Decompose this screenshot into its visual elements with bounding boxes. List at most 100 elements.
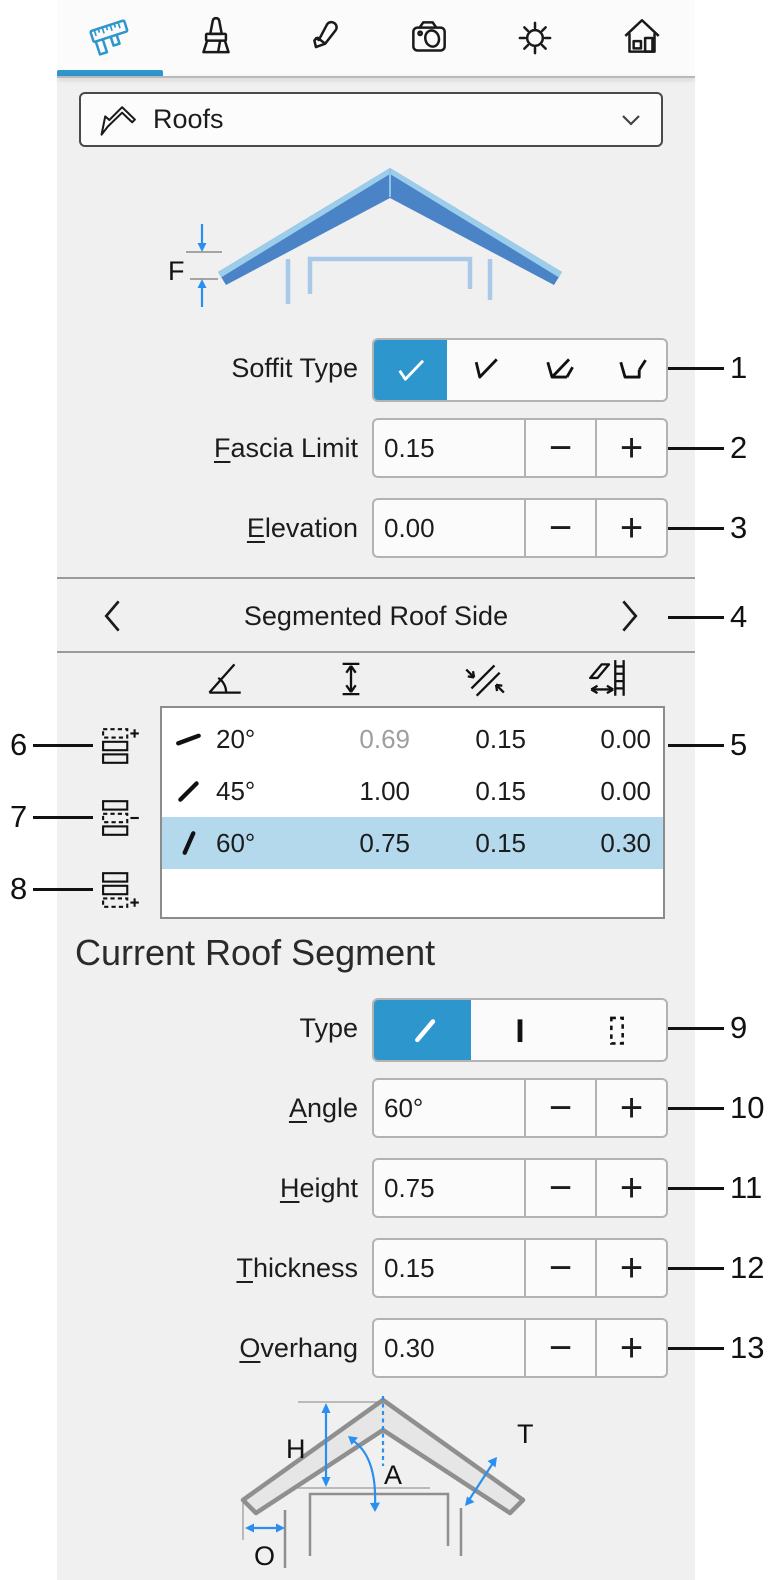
angle-stepper: 60° − +	[372, 1078, 668, 1138]
remove-segment-button[interactable]	[99, 798, 145, 838]
height-decrease-button[interactable]: −	[526, 1158, 597, 1218]
inspector-tabbar	[57, 0, 695, 76]
segment-height: 1.00	[359, 775, 410, 806]
segments-table: 20° 0.69 0.15 0.00 45° 1.00 0.15 0.00 60…	[160, 706, 665, 919]
elevation-stepper: 0.00 − +	[372, 498, 668, 558]
slope-segment-option[interactable]	[374, 1000, 472, 1060]
caliper-icon	[86, 14, 134, 62]
segment-thickness: 0.15	[475, 827, 526, 858]
tab-light[interactable]	[482, 0, 588, 76]
soffit-step-icon	[618, 359, 647, 379]
diagram-angle-label: A	[384, 1460, 402, 1490]
overhang-icon	[586, 656, 632, 702]
insert-segment-after-icon	[102, 872, 139, 908]
roof-properties-panel: Roofs	[57, 0, 695, 1580]
callout-5: 5	[668, 727, 753, 762]
gap-segment-icon	[610, 1016, 625, 1045]
segment-row-3-selected[interactable]: 60° 0.75 0.15 0.30	[162, 817, 663, 869]
thickness-decrease-button[interactable]: −	[526, 1238, 597, 1298]
segment-thickness: 0.15	[475, 775, 526, 806]
insert-segment-after-button[interactable]	[99, 870, 145, 910]
elevation-label: Elevation	[246, 513, 358, 543]
overhang-stepper: 0.30 − +	[372, 1318, 668, 1378]
roof-icon	[97, 100, 139, 140]
height-value[interactable]: 0.75	[372, 1158, 526, 1218]
height-increase-button[interactable]: +	[597, 1158, 668, 1218]
slope-20-icon	[162, 725, 216, 753]
thickness-increase-button[interactable]: +	[597, 1238, 668, 1298]
height-label: Height	[279, 1173, 358, 1203]
tab-materials[interactable]	[163, 0, 269, 76]
elevation-value[interactable]: 0.00	[372, 498, 526, 558]
thickness-stepper: 0.15 − +	[372, 1238, 668, 1298]
overhang-decrease-button[interactable]: −	[526, 1318, 597, 1378]
soffit-horizontal-band-option[interactable]	[520, 340, 593, 400]
segment-overhang: 0.00	[600, 723, 651, 754]
soffit-horizontal-band-icon	[545, 358, 574, 379]
vertical-segment-icon	[517, 1019, 523, 1043]
elevation-decrease-button[interactable]: −	[526, 498, 597, 558]
segment-angle: 20°	[216, 723, 256, 754]
vertical-segment-option[interactable]	[471, 1000, 568, 1060]
chevron-left-icon	[104, 600, 120, 632]
remove-segment-icon	[102, 800, 139, 836]
callout-8: 8	[4, 871, 94, 906]
angle-decrease-button[interactable]: −	[526, 1078, 597, 1138]
tab-dimensions[interactable]	[57, 0, 163, 76]
camera-icon	[405, 14, 453, 62]
current-roof-segment-heading: Current Roof Segment	[75, 932, 436, 973]
fascia-limit-decrease-button[interactable]: −	[526, 418, 597, 478]
overhang-label: Overhang	[239, 1333, 358, 1363]
gap-segment-option[interactable]	[569, 1000, 666, 1060]
thickness-value[interactable]: 0.15	[372, 1238, 526, 1298]
segment-type-label: Type	[299, 1013, 358, 1043]
segment-row-2[interactable]: 45° 1.00 0.15 0.00	[162, 765, 663, 817]
soffit-perpendicular-option[interactable]	[374, 340, 447, 400]
height-icon	[328, 656, 374, 702]
sun-icon	[511, 14, 559, 62]
fascia-limit-value[interactable]: 0.15	[372, 418, 526, 478]
slope-60-icon	[162, 829, 216, 857]
callout-13: 13	[668, 1330, 770, 1365]
diagram-overhang-label: O	[254, 1541, 275, 1571]
slope-segment-icon	[414, 1019, 435, 1043]
segment-row-1[interactable]: 20° 0.69 0.15 0.00	[162, 713, 663, 765]
callout-1: 1	[668, 350, 753, 385]
pencil-icon	[299, 14, 347, 62]
soffit-step-option[interactable]	[593, 340, 666, 400]
fascia-limit-label: Fascia Limit	[213, 433, 358, 463]
tab-building[interactable]	[589, 0, 695, 76]
callout-3: 3	[668, 510, 753, 545]
fascia-dimension-label: F	[168, 256, 185, 286]
fascia-limit-stepper: 0.15 − +	[372, 418, 668, 478]
elevation-increase-button[interactable]: +	[597, 498, 668, 558]
side-navigator-title: Segmented Roof Side	[243, 601, 509, 631]
segment-angle: 60°	[216, 827, 256, 858]
angle-value[interactable]: 60°	[372, 1078, 526, 1138]
callout-4: 4	[668, 599, 753, 634]
segment-overhang: 0.00	[600, 775, 651, 806]
next-side-button[interactable]	[609, 596, 649, 636]
slope-45-icon	[162, 777, 216, 805]
tab-edit[interactable]	[270, 0, 376, 76]
callout-11: 11	[668, 1170, 768, 1205]
soffit-perpendicular-icon	[397, 359, 424, 381]
overhang-value[interactable]: 0.30	[372, 1318, 526, 1378]
callout-12: 12	[668, 1250, 770, 1285]
soffit-vertical-icon	[474, 358, 498, 379]
previous-side-button[interactable]	[93, 596, 133, 636]
toolbar-divider	[57, 76, 695, 78]
segment-type-control	[372, 998, 668, 1062]
callout-10: 10	[668, 1090, 770, 1125]
angle-label: Angle	[288, 1093, 358, 1123]
soffit-vertical-option[interactable]	[447, 340, 520, 400]
insert-segment-before-button[interactable]	[99, 726, 145, 766]
segment-angle: 45°	[216, 775, 256, 806]
category-dropdown[interactable]: Roofs	[79, 92, 663, 147]
section-divider	[57, 651, 695, 653]
overhang-increase-button[interactable]: +	[597, 1318, 668, 1378]
angle-increase-button[interactable]: +	[597, 1078, 668, 1138]
tab-camera[interactable]	[376, 0, 482, 76]
fascia-limit-increase-button[interactable]: +	[597, 418, 668, 478]
